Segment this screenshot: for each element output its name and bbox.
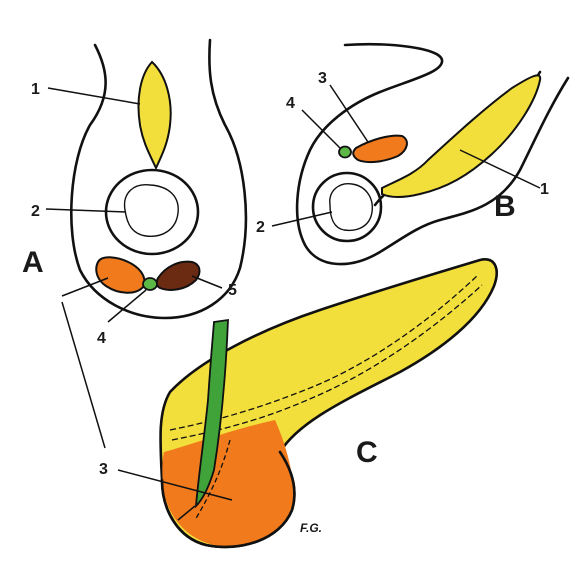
panel-b-label-1: 1: [540, 181, 549, 198]
panel-b-outer-wall: [297, 44, 568, 264]
panel-a-label-2: 2: [31, 203, 40, 220]
panel-a-letter: A: [22, 246, 44, 279]
panel-b: 3 4 2 1 B: [256, 44, 568, 264]
panel-c: 3 C F.G.: [99, 259, 497, 547]
panel-b-label-4: 4: [286, 95, 295, 112]
panel-a-dorsal-bud: [139, 62, 171, 168]
panel-a-label-4: 4: [97, 330, 106, 347]
panel-b-duodenum-lumen: [330, 184, 373, 231]
panel-b-dorsal-bud: [382, 75, 540, 197]
panel-c-letter: C: [356, 436, 378, 469]
panel-a-duodenum-lumen: [125, 185, 179, 237]
panel-b-bile-duct: [339, 147, 351, 158]
panel-a-ventral-bud-left: [96, 257, 144, 292]
panel-b-label-2: 2: [256, 219, 265, 236]
panel-b-letter: B: [494, 190, 516, 223]
panel-a-label-1: 1: [31, 81, 40, 98]
panel-b-ventral-bud: [353, 136, 407, 162]
panel-b-label-3: 3: [318, 70, 327, 87]
panel-a-bile-duct: [143, 278, 157, 290]
signature: F.G.: [300, 521, 322, 535]
panel-a-label-5: 5: [228, 282, 237, 299]
panel-c-label-3: 3: [99, 461, 108, 478]
